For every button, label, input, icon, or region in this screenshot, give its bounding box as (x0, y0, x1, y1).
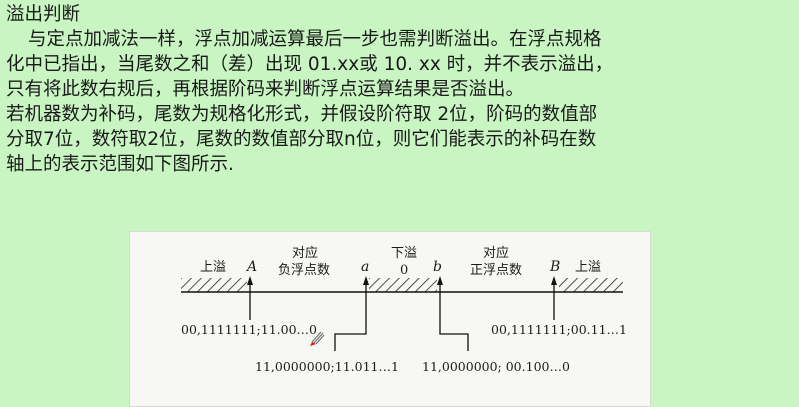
paragraph1-line1: 与定点加减法一样，浮点加减运算最后一步也需判断溢出。在浮点规格 (28, 29, 602, 50)
label-neg-2: 负浮点数 (278, 263, 330, 278)
label-underflow: 下溢 (391, 246, 417, 261)
code-a: 11,0000000;11.011…1 (255, 359, 399, 374)
label-B: B (549, 259, 560, 275)
paragraph2-line2: 分取7位，数符取2位，尾数的数值部分取n位，则它们能表示的补码在数 (6, 129, 597, 150)
label-pos-1: 对应 (483, 245, 509, 261)
section-title: 溢出判断 (6, 4, 81, 25)
paragraph1-line2: 化中已指出，当尾数之和（差）出现 01.xx或 10. xx 时，并不表示溢出， (6, 54, 614, 75)
content-text: 溢出判断 与定点加减法一样，浮点加减运算最后一步也需判断溢出。在浮点规格 化中已… (6, 2, 796, 177)
paragraph2-line3: 轴上的表示范围如下图所示. (6, 154, 234, 175)
arrow-b (437, 276, 469, 351)
label-overflow-right: 上溢 (575, 260, 601, 275)
arrow-B (551, 276, 557, 320)
pen-cursor-icon (310, 331, 325, 346)
code-b: 11,0000000; 00.100…0 (422, 359, 570, 374)
number-line-diagram: 上溢 A 对应 负浮点数 a 下溢 0 b 对应 正浮点数 B 上溢 (181, 245, 627, 374)
code-B: 00,1111111;00.11…1 (491, 322, 627, 337)
label-A: A (245, 259, 257, 275)
number-line-figure: 上溢 A 对应 负浮点数 a 下溢 0 b 对应 正浮点数 B 上溢 (129, 231, 651, 407)
paragraph2-line1: 若机器数为补码，尾数为规格化形式，并假设阶符取 2位，阶码的数值部 (6, 104, 598, 125)
label-overflow-left: 上溢 (200, 260, 226, 275)
label-b: b (433, 259, 442, 275)
arrow-a (334, 276, 369, 351)
code-A: 00,1111111;11.00…0 (181, 322, 317, 337)
hatch-underflow (369, 278, 437, 292)
hatch-right-overflow (559, 278, 623, 292)
arrow-A (247, 276, 253, 320)
label-pos-2: 正浮点数 (470, 263, 522, 278)
label-zero: 0 (400, 263, 408, 278)
label-neg-1: 对应 (292, 245, 318, 261)
label-a: a (361, 259, 369, 275)
paragraph1-line3: 只有将此数右规后，再根据阶码来判断浮点运算结果是否溢出。 (6, 79, 525, 100)
hatch-left-overflow (181, 278, 247, 292)
